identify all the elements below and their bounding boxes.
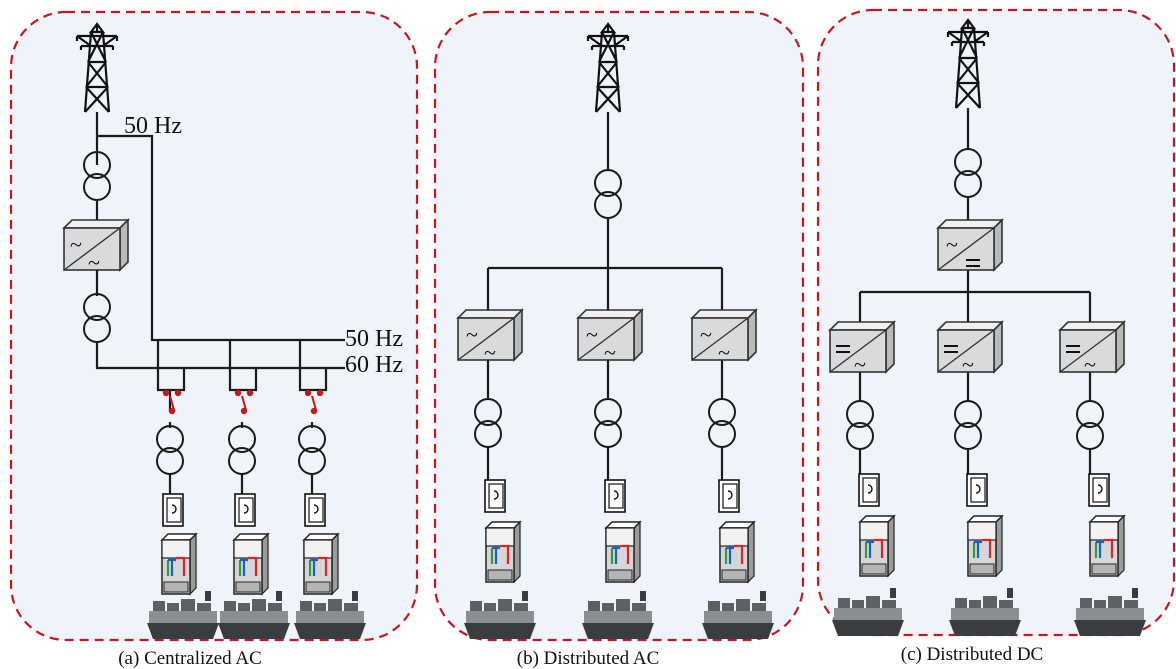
svg-text:~: ~	[1084, 352, 1096, 377]
svg-text:~: ~	[962, 352, 974, 377]
connection-cabinet-icon	[858, 514, 896, 578]
svg-text:~: ~	[70, 232, 82, 257]
panel-distributed-ac: ~~ ~~ ~~	[433, 10, 805, 669]
ac-ac-converter-icon: ~ ~	[63, 219, 129, 275]
branch-3	[294, 340, 366, 639]
dc-ac-converter-icon: ~	[1059, 321, 1125, 377]
svg-text:~: ~	[466, 322, 478, 347]
shore-plug-icon	[234, 493, 256, 527]
bus-60hz-line	[95, 341, 345, 370]
panel-distributed-dc: ~ ~ ~	[816, 8, 1176, 665]
branch-1	[147, 340, 219, 639]
svg-text:~: ~	[604, 340, 616, 365]
svg-text:~: ~	[88, 250, 100, 275]
shore-plug-icon	[604, 479, 626, 513]
ac-ac-converter-icon: ~~	[457, 309, 523, 365]
branch-1: ~~	[457, 268, 536, 639]
svg-text:~: ~	[946, 232, 958, 257]
branch-2: ~	[937, 292, 1021, 636]
connection-cabinet-icon	[1088, 514, 1126, 578]
panel-boundary	[9, 10, 419, 642]
shore-plug-icon	[858, 473, 880, 507]
shore-plug-icon	[484, 479, 506, 513]
svg-text:~: ~	[718, 340, 730, 365]
panel-centralized-ac: ~ ~ 50 Hz 50 Hz 60 Hz	[9, 10, 419, 669]
svg-text:~: ~	[586, 322, 598, 347]
shore-plug-icon	[1088, 473, 1110, 507]
connection-cabinet-icon	[160, 532, 198, 596]
branch-3: ~~	[691, 268, 774, 639]
ac-ac-converter-icon: ~~	[577, 309, 643, 365]
caption-b: (b) Distributed AC	[517, 648, 660, 669]
ac-dc-converter-icon: ~	[937, 219, 1003, 271]
bus-50hz-line	[97, 134, 345, 342]
grid-frequency-label: 50 Hz	[124, 113, 182, 139]
branch-3: ~	[1059, 292, 1146, 636]
bus-60hz-label: 60 Hz	[345, 352, 403, 378]
dc-ac-converter-icon: ~	[829, 321, 895, 377]
dc-ac-converter-icon: ~	[937, 321, 1003, 377]
connection-cabinet-icon	[718, 520, 756, 584]
caption-c: (c) Distributed DC	[901, 644, 1043, 665]
shore-plug-icon	[966, 473, 988, 507]
connection-cabinet-icon	[966, 514, 1004, 578]
bus-50hz-label: 50 Hz	[345, 326, 403, 352]
connection-cabinet-icon	[302, 532, 340, 596]
shore-plug-icon	[304, 493, 326, 527]
branch-2: ~~	[577, 268, 654, 639]
svg-text:~: ~	[484, 340, 496, 365]
ac-ac-converter-icon: ~~	[691, 309, 757, 365]
connection-cabinet-icon	[232, 532, 270, 596]
shore-plug-icon	[162, 493, 184, 527]
caption-a: (a) Centralized AC	[118, 648, 262, 669]
connection-cabinet-icon	[604, 520, 642, 584]
svg-text:~: ~	[700, 322, 712, 347]
branch-2	[218, 340, 290, 639]
connection-cabinet-icon	[484, 520, 522, 584]
svg-text:~: ~	[854, 352, 866, 377]
shore-plug-icon	[718, 479, 740, 513]
branch-1: ~	[829, 292, 904, 636]
